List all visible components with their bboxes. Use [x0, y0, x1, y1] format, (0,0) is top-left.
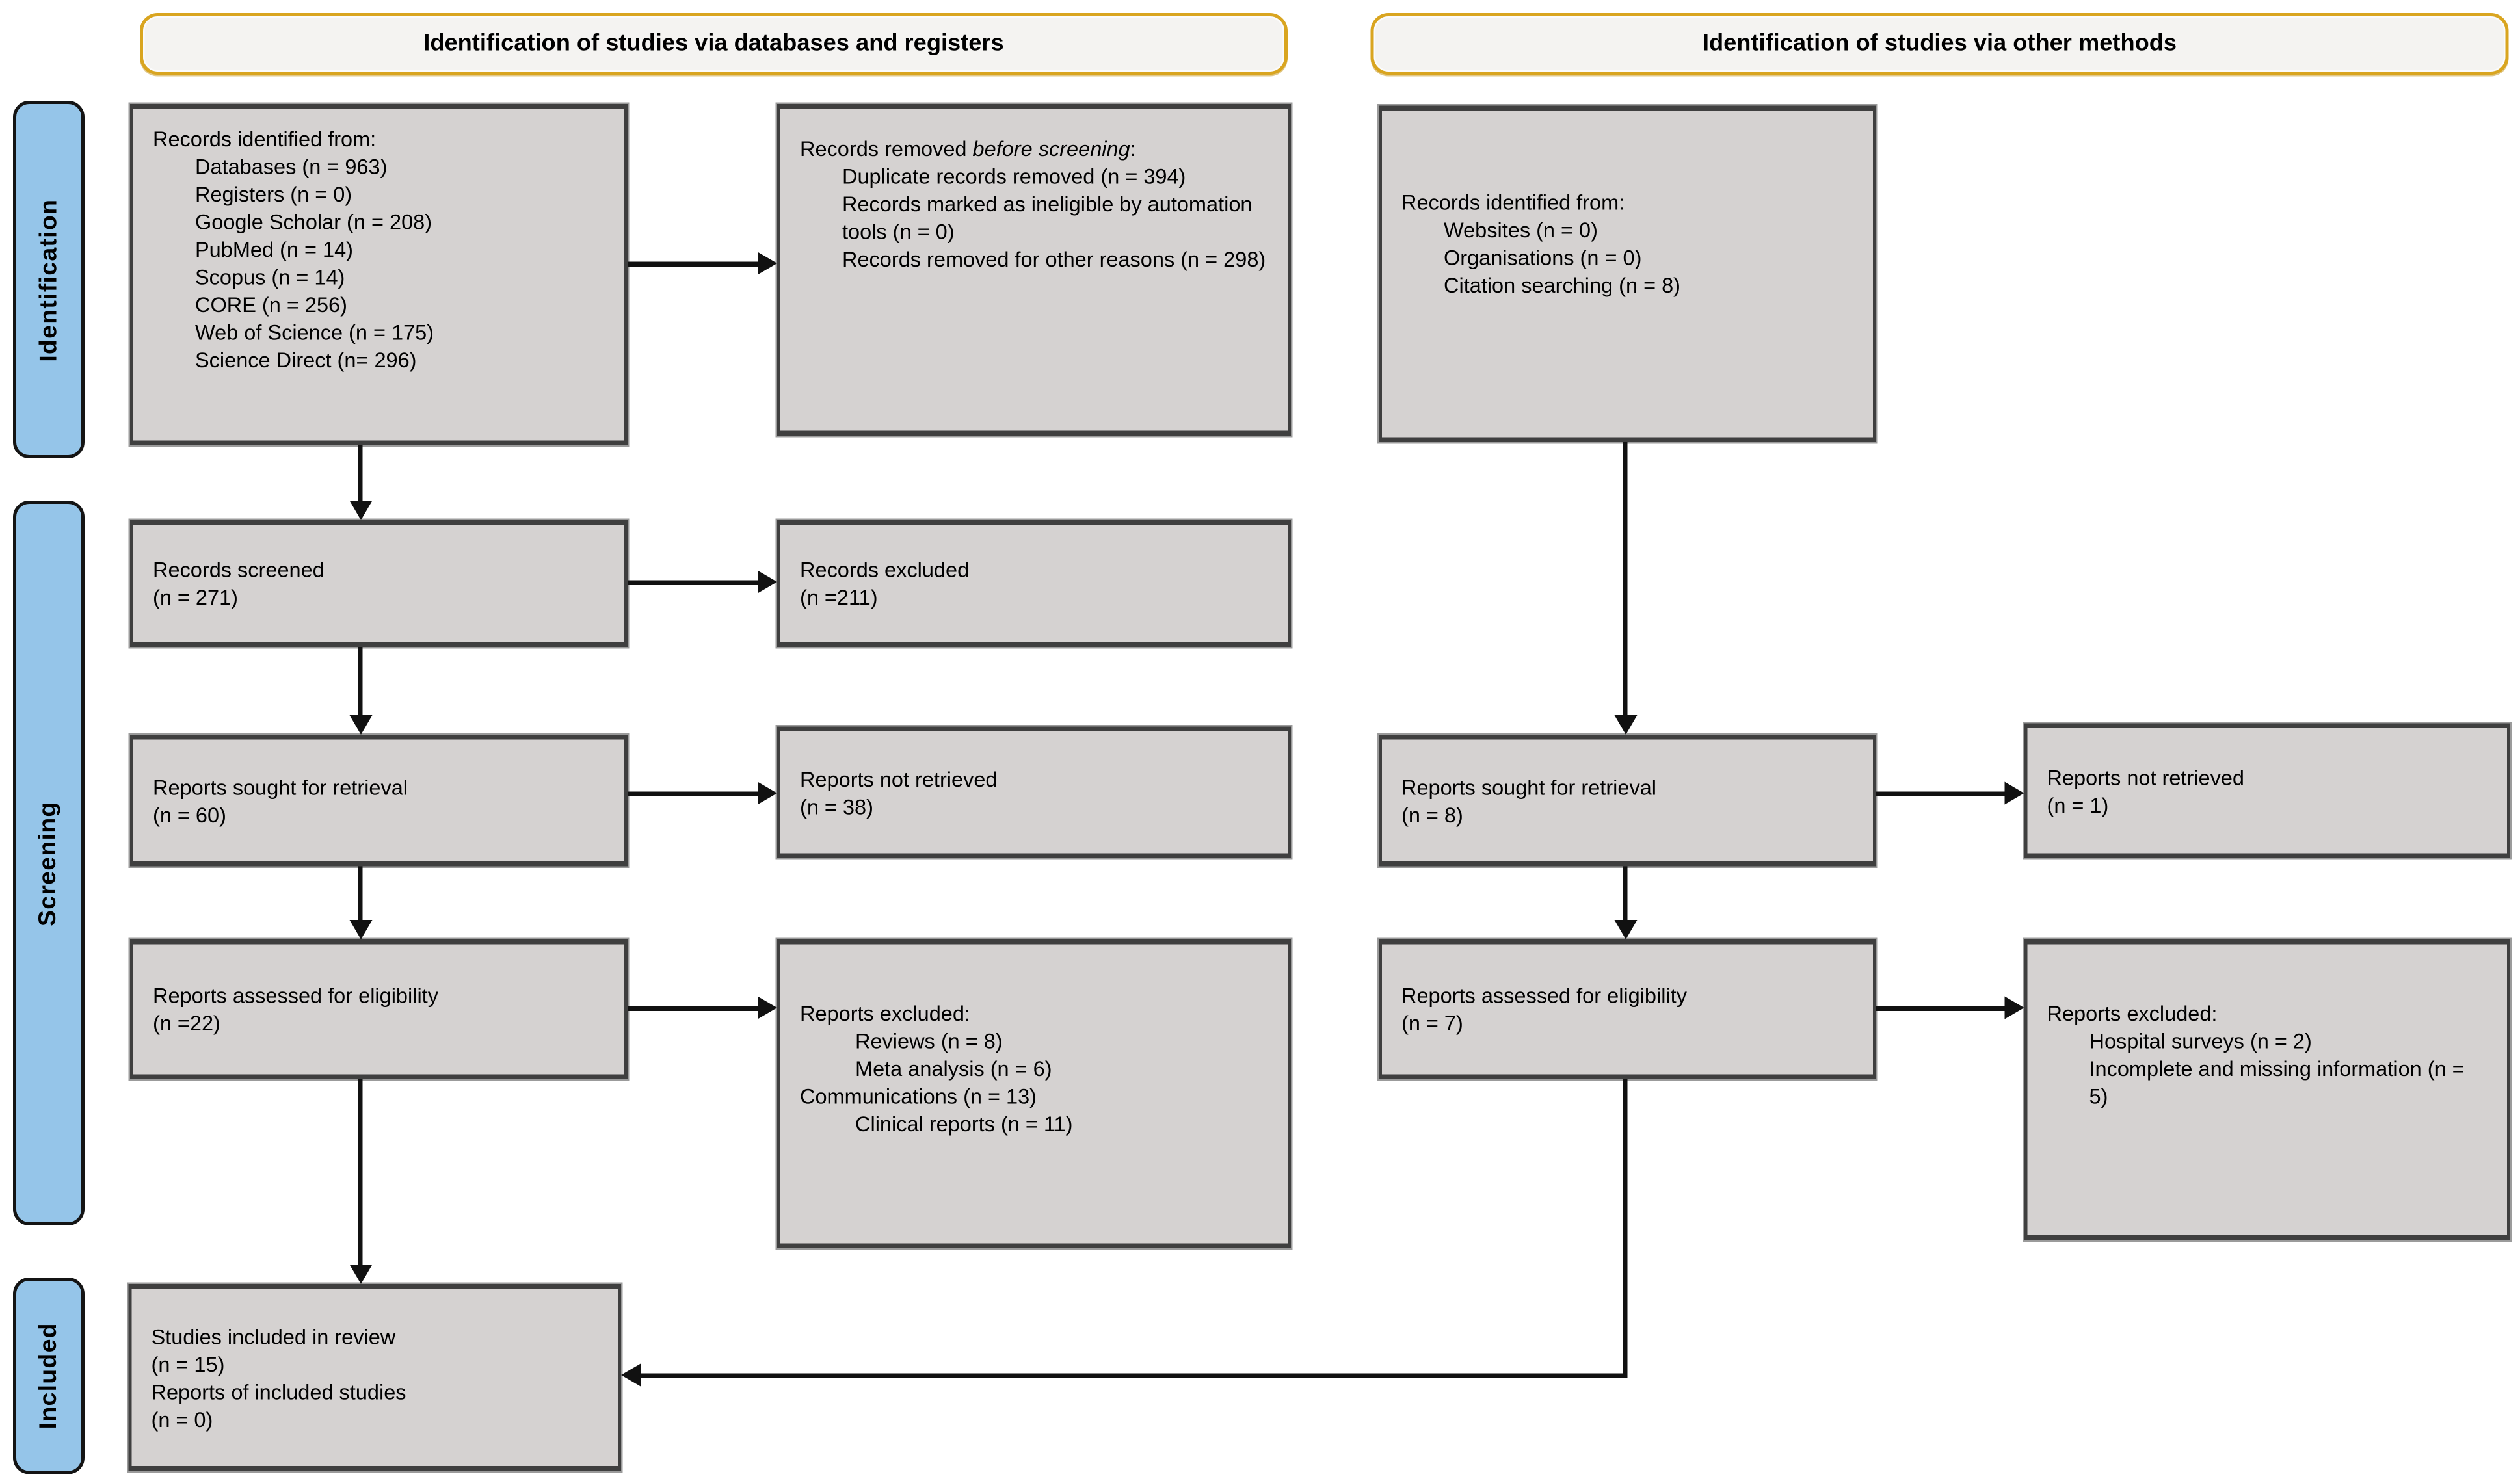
- arrowhead-down-icon: [349, 920, 373, 939]
- box-title: Records removed before screening:: [800, 135, 1268, 163]
- box-title: Reports excluded:: [800, 1001, 970, 1026]
- box-records-identified-databases: Records identified from: Databases (n = …: [130, 104, 628, 445]
- header-databases-registers-label: Identification of studies via databases …: [423, 31, 1004, 57]
- box-reports-not-retrieved-other: Reports not retrieved (n = 1): [2024, 723, 2510, 858]
- box-reports-excluded-other: Reports excluded: Hospital surveys (n = …: [2024, 939, 2510, 1240]
- box-title: Records identified from:: [153, 127, 377, 151]
- list-item: Google Scholar (n = 208): [195, 209, 432, 235]
- box-line: Reports assessed for eligibility: [153, 983, 438, 1008]
- arrow-identified-other-to-sought: [1623, 442, 1628, 715]
- box-reports-sought-other: Reports sought for retrieval (n = 8): [1379, 735, 1876, 867]
- box-reports-sought-databases: Reports sought for retrieval (n = 60): [130, 735, 628, 867]
- box-line: (n =211): [800, 585, 878, 610]
- arrow-identified-to-screened: [358, 445, 363, 501]
- arrow-screened-to-sought: [358, 647, 363, 715]
- title-prefix: Records removed: [800, 137, 973, 161]
- box-line: (n = 7): [1401, 1011, 1463, 1036]
- box-line: Reports sought for retrieval: [1401, 774, 1656, 799]
- arrowhead-right-icon: [758, 570, 777, 594]
- box-line: Reports sought for retrieval: [153, 774, 408, 799]
- list-item: CORE (n = 256): [195, 293, 347, 317]
- list-item: Websites (n = 0): [1444, 218, 1598, 242]
- box-title: Reports excluded:: [2047, 1001, 2218, 1026]
- box-line: (n = 60): [153, 802, 226, 827]
- box-title: Records identified from:: [1401, 190, 1625, 215]
- list-item: PubMed (n = 14): [195, 237, 354, 262]
- arrow-sought-to-not-retrieved-other: [1876, 791, 2005, 796]
- arrowhead-down-icon: [1614, 715, 1638, 735]
- arrow-sought-to-not-retrieved-db: [628, 791, 758, 796]
- box-line: (n = 38): [800, 794, 873, 819]
- list-item: Duplicate records removed (n = 394): [842, 164, 1186, 189]
- stage-label-identification: Identification: [34, 198, 63, 361]
- list-item: Records marked as ineligible by automati…: [842, 192, 1253, 244]
- box-records-screened: Records screened (n = 271): [130, 520, 628, 647]
- list-item: Records removed for other reasons (n = 2…: [842, 247, 1266, 272]
- box-studies-included: Studies included in review (n = 15) Repo…: [128, 1284, 621, 1471]
- box-reports-assessed-databases: Reports assessed for eligibility (n =22): [130, 939, 628, 1079]
- box-records-identified-other: Records identified from: Websites (n = 0…: [1379, 105, 1876, 442]
- box-records-removed-before-screening: Records removed before screening: Duplic…: [777, 104, 1291, 436]
- arrow-screened-to-excluded: [628, 580, 758, 585]
- arrowhead-right-icon: [758, 252, 777, 275]
- header-other-methods-label: Identification of studies via other meth…: [1702, 31, 2177, 57]
- box-line: Records screened: [153, 557, 325, 583]
- box-line: Studies included in review: [151, 1324, 396, 1348]
- list-item: Scopus (n = 14): [195, 265, 345, 290]
- box-records-excluded: Records excluded (n =211): [777, 520, 1291, 647]
- list-item: Organisations (n = 0): [1444, 245, 1642, 270]
- box-reports-assessed-other: Reports assessed for eligibility (n = 7): [1379, 939, 1876, 1079]
- title-suffix: :: [1130, 137, 1136, 161]
- stage-bar-included: Included: [13, 1278, 85, 1474]
- list-item: Science Direct (n= 296): [195, 348, 417, 373]
- box-line: Reports assessed for eligibility: [1401, 983, 1687, 1008]
- arrowhead-right-icon: [2004, 996, 2024, 1019]
- list-item: Registers (n = 0): [195, 182, 352, 207]
- box-line: (n = 8): [1401, 802, 1463, 827]
- box-line: (n =22): [153, 1011, 220, 1036]
- list-item: Databases (n = 963): [195, 154, 388, 179]
- stage-bar-screening: Screening: [13, 501, 85, 1225]
- connector-other-to-included-horizontal: [641, 1373, 1628, 1378]
- arrow-sought-to-assessed-db: [358, 866, 363, 920]
- arrow-assessed-to-included: [358, 1079, 363, 1265]
- list-item: Communications (n = 13): [800, 1084, 1037, 1109]
- list-item: Reviews (n = 8): [855, 1029, 1003, 1054]
- box-reports-excluded-databases: Reports excluded: Reviews (n = 8) Meta a…: [777, 939, 1291, 1248]
- box-line: (n = 0): [151, 1406, 213, 1432]
- box-line: (n = 271): [153, 585, 239, 610]
- list-item: Clinical reports (n = 11): [855, 1112, 1073, 1136]
- arrowhead-left-icon: [621, 1363, 641, 1387]
- header-databases-registers: Identification of studies via databases …: [140, 13, 1288, 75]
- connector-other-to-included-vertical: [1623, 1079, 1628, 1375]
- box-line: Records excluded: [800, 557, 970, 583]
- list-item: Web of Science (n = 175): [195, 320, 434, 345]
- title-italic: before screening: [972, 137, 1130, 161]
- arrow-assessed-to-excluded-other: [1876, 1006, 2005, 1011]
- box-line: Reports not retrieved: [800, 766, 998, 791]
- arrowhead-down-icon: [349, 715, 373, 735]
- box-line: (n = 15): [151, 1351, 225, 1376]
- arrowhead-down-icon: [1614, 920, 1638, 939]
- list-item: Incomplete and missing information (n = …: [2089, 1056, 2465, 1108]
- box-reports-not-retrieved-databases: Reports not retrieved (n = 38): [777, 726, 1291, 858]
- box-line: Reports of included studies: [151, 1379, 406, 1404]
- stage-label-included: Included: [34, 1322, 63, 1430]
- arrowhead-down-icon: [349, 501, 373, 520]
- stage-bar-identification: Identification: [13, 101, 85, 458]
- list-item: Citation searching (n = 8): [1444, 273, 1681, 298]
- arrowhead-right-icon: [758, 781, 777, 805]
- arrowhead-down-icon: [349, 1265, 373, 1284]
- arrowhead-right-icon: [758, 996, 777, 1019]
- list-item: Meta analysis (n = 6): [855, 1056, 1052, 1081]
- stage-label-screening: Screening: [34, 800, 63, 926]
- arrow-assessed-to-excluded-db: [628, 1006, 758, 1011]
- header-other-methods: Identification of studies via other meth…: [1370, 13, 2509, 75]
- arrow-identified-to-removed: [628, 261, 758, 267]
- box-line: (n = 1): [2047, 792, 2109, 817]
- arrowhead-right-icon: [2004, 781, 2024, 805]
- box-line: Reports not retrieved: [2047, 765, 2245, 789]
- arrow-sought-to-assessed-other: [1623, 866, 1628, 920]
- list-item: Hospital surveys (n = 2): [2089, 1029, 2312, 1054]
